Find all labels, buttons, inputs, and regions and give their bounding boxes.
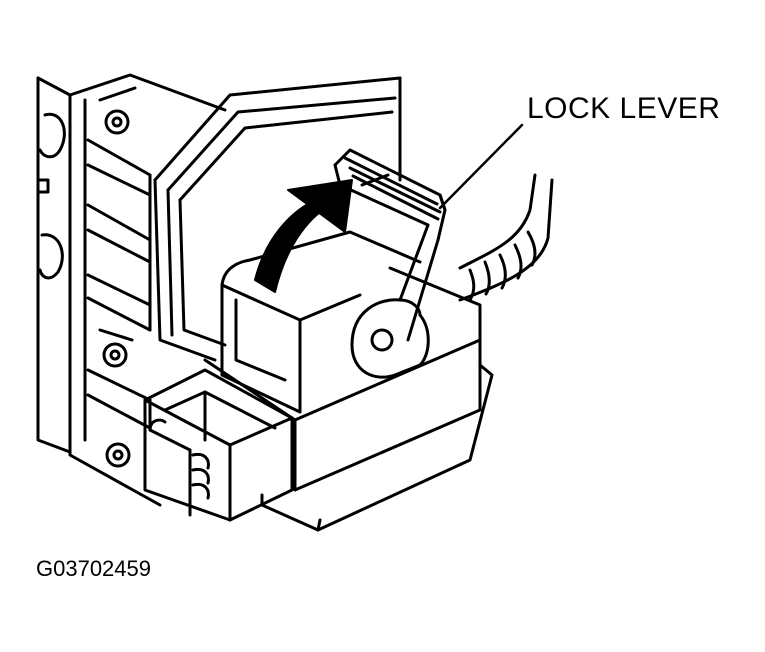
connector-block xyxy=(220,230,422,414)
unit-body xyxy=(153,76,402,362)
front-connector xyxy=(143,368,294,522)
figure-id: G03702459 xyxy=(36,556,151,581)
lock-lever-label: LOCK LEVER xyxy=(527,92,721,125)
connector-base xyxy=(203,266,494,532)
wire-harness xyxy=(458,173,554,302)
mounting-flange xyxy=(68,73,227,507)
callout-leader-line xyxy=(438,123,524,210)
left-housing xyxy=(36,76,72,454)
arrow-icon xyxy=(254,179,353,293)
